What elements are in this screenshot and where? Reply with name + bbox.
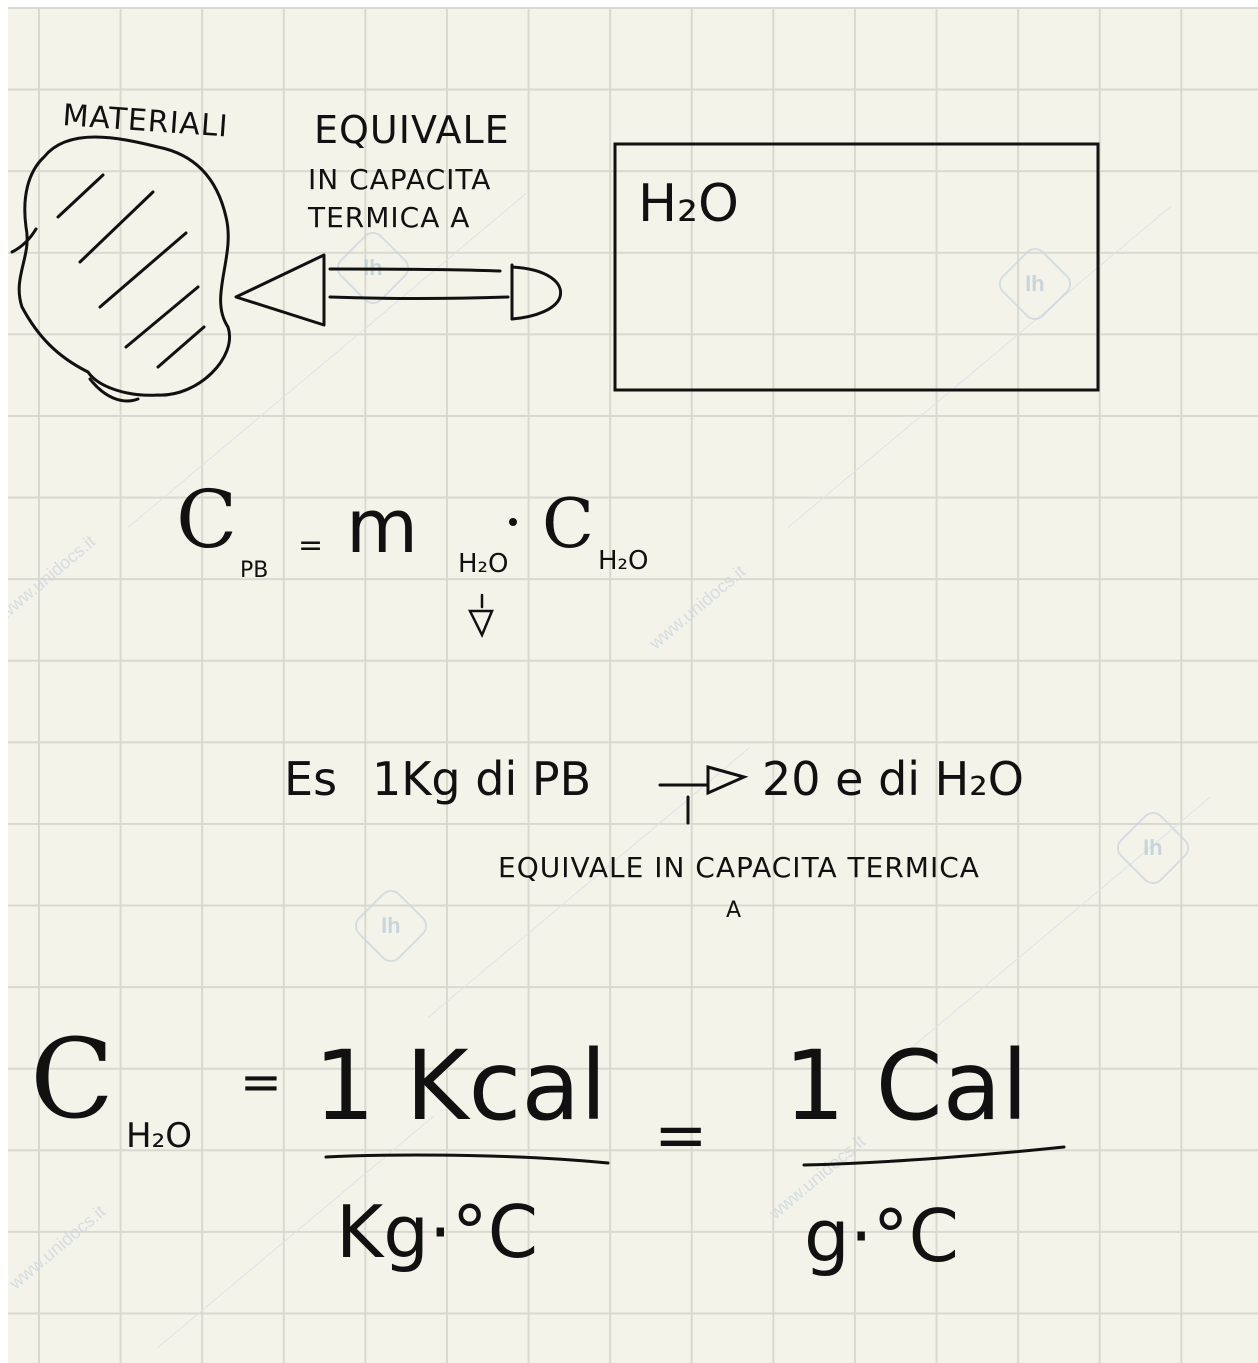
water-box-label: H₂O	[638, 174, 739, 234]
bottom-lhs: C	[30, 1015, 114, 1143]
formula-c-sub: H₂O	[598, 546, 648, 576]
bottom-frac2-den: g·°C	[804, 1194, 959, 1278]
handwritten-notes: MATERIALI EQUIVALE IN CAPACITA TERMICA A	[10, 98, 1100, 1278]
formula-lhs: C	[176, 473, 237, 566]
formula-heat-capacity: C PB = m H₂O C H₂O	[176, 473, 648, 639]
implies-arrow-icon	[658, 765, 749, 825]
example-mass: 1Kg di PB	[372, 752, 591, 806]
label-in-capacita: IN CAPACITA	[308, 163, 491, 196]
example-line: Es 1Kg di PB 20 e di H₂O EQUIVALE IN CAP…	[284, 752, 1024, 923]
down-arrow-icon	[467, 593, 494, 639]
formula-m-sub: H₂O	[458, 549, 508, 579]
multiply-dot	[509, 518, 517, 526]
bottom-equals-2: =	[654, 1099, 708, 1173]
material-blob	[10, 135, 231, 403]
formula-m: m	[346, 484, 418, 570]
bottom-lhs-sub: H₂O	[126, 1116, 192, 1156]
formula-water-specific-heat: C H₂O = 1 Kcal Kg·°C = 1 Cal g·°C	[30, 1015, 1066, 1278]
bottom-equals-1: =	[240, 1053, 282, 1111]
fraction-bar	[802, 1145, 1066, 1167]
double-arrow-icon	[234, 253, 563, 327]
example-note: EQUIVALE IN CAPACITA TERMICA	[498, 851, 980, 884]
fraction-bar	[324, 1153, 610, 1165]
formula-lhs-sub: PB	[240, 558, 268, 583]
bottom-frac2-num: 1 Cal	[784, 1030, 1028, 1142]
formula-c: C	[542, 485, 594, 564]
example-note-a: A	[726, 898, 741, 923]
bottom-frac1-den: Kg·°C	[336, 1190, 538, 1274]
example-result: 20 e di H₂O	[762, 752, 1024, 806]
label-equivale: EQUIVALE	[314, 108, 510, 152]
example-prefix: Es	[284, 752, 337, 806]
formula-equals: =	[298, 528, 323, 563]
label-termica-a: TERMICA A	[307, 201, 470, 234]
bottom-frac1-num: 1 Kcal	[314, 1030, 607, 1142]
notebook-page: www.unidocs.it www.unidocs.it www.unidoc…	[8, 7, 1258, 1363]
water-box	[613, 142, 1100, 392]
